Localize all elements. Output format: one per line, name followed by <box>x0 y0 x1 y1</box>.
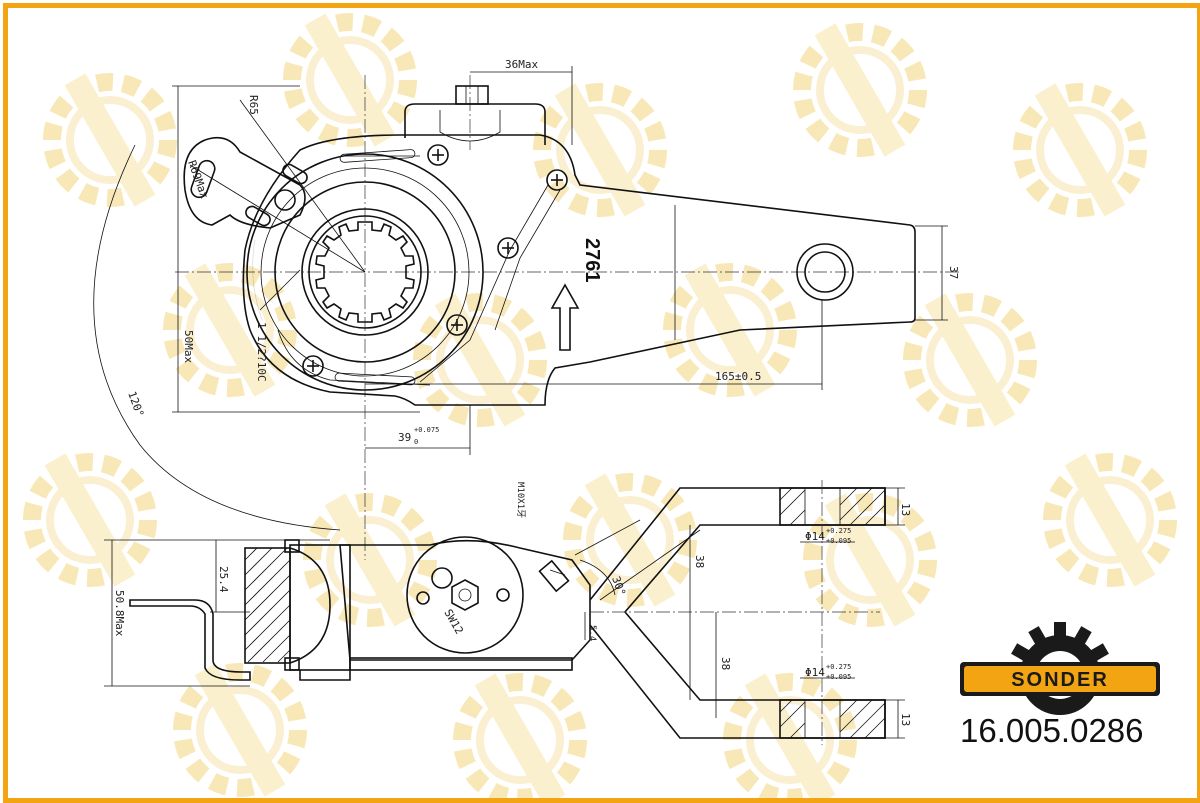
hatched-housing <box>244 547 291 664</box>
dim-508max: 50.8Max <box>113 590 126 637</box>
dim-phi14-lower: Φ14 <box>805 666 825 679</box>
dim-r69max: R69Max <box>185 159 211 201</box>
dim-38-upper: 38 <box>693 555 706 568</box>
dim-sw12: SW12 <box>441 607 466 636</box>
spline-teeth <box>315 221 415 323</box>
dim-39: 39 <box>398 431 411 444</box>
hex-nut-icon <box>451 579 479 611</box>
part-number: 16.005.0286 <box>960 712 1144 749</box>
arrow-up-icon <box>550 283 580 351</box>
grease-nipple-icon <box>538 559 570 593</box>
dim-36max: 36Max <box>505 58 538 71</box>
arm-eye-inner <box>804 251 846 293</box>
dim-r65: R65 <box>247 95 260 115</box>
dim-165: 165±0.5 <box>715 370 761 383</box>
dim-spline: 1 1/2?10C <box>255 322 268 382</box>
top-nut <box>455 85 489 105</box>
dim-54: 5.4 <box>587 625 597 641</box>
dim-120: 120° <box>125 390 146 419</box>
control-link <box>183 136 306 229</box>
dim-phi14-upper-tol-upper: +0.275 <box>826 527 851 535</box>
dim-30deg: 30° <box>609 575 628 598</box>
bottom-view: 50.8Max 25.4 <box>104 480 912 745</box>
splined-hub-outer <box>301 208 429 336</box>
top-view: 36Max <box>93 58 960 560</box>
dim-m10: M10X1牙 <box>515 482 526 518</box>
clevis-end-lower <box>779 699 886 739</box>
arm-housing <box>242 134 916 406</box>
dim-38-lower: 38 <box>719 657 732 670</box>
dim-39-tol-upper: +0.075 <box>414 426 439 434</box>
dim-2761: 2761 <box>581 238 603 283</box>
angle-arc <box>93 144 341 531</box>
clevis-end-upper <box>779 487 886 526</box>
dim-37: 37 <box>947 266 960 279</box>
dim-13-upper: 13 <box>899 503 912 516</box>
arm-eye-outer <box>796 243 854 301</box>
dim-phi14-upper: Φ14 <box>805 530 825 543</box>
dim-50max: 50Max <box>182 330 195 363</box>
dim-13-lower: 13 <box>899 713 912 726</box>
dim-phi14-upper-tol-lower: +0.095 <box>826 537 851 545</box>
screw-icon <box>497 237 519 259</box>
dim-39-tol-lower: 0 <box>414 438 418 446</box>
dim-phi14-lower-tol-lower: +0.095 <box>826 673 851 681</box>
screw-icon <box>427 144 449 166</box>
screw-icon <box>302 355 324 377</box>
adjusting-hex-housing <box>406 536 524 654</box>
dim-phi14-lower-tol-upper: +0.275 <box>826 663 851 671</box>
gear-housing-outer <box>246 153 484 391</box>
sonder-logo: SONDER <box>960 622 1160 715</box>
brand-name: SONDER <box>1011 669 1109 691</box>
screw-icon <box>446 314 468 336</box>
adjuster-body <box>339 539 591 661</box>
dim-254: 25.4 <box>217 566 230 593</box>
top-boss <box>404 103 546 145</box>
screw-icon <box>546 169 568 191</box>
bracket <box>129 599 251 681</box>
